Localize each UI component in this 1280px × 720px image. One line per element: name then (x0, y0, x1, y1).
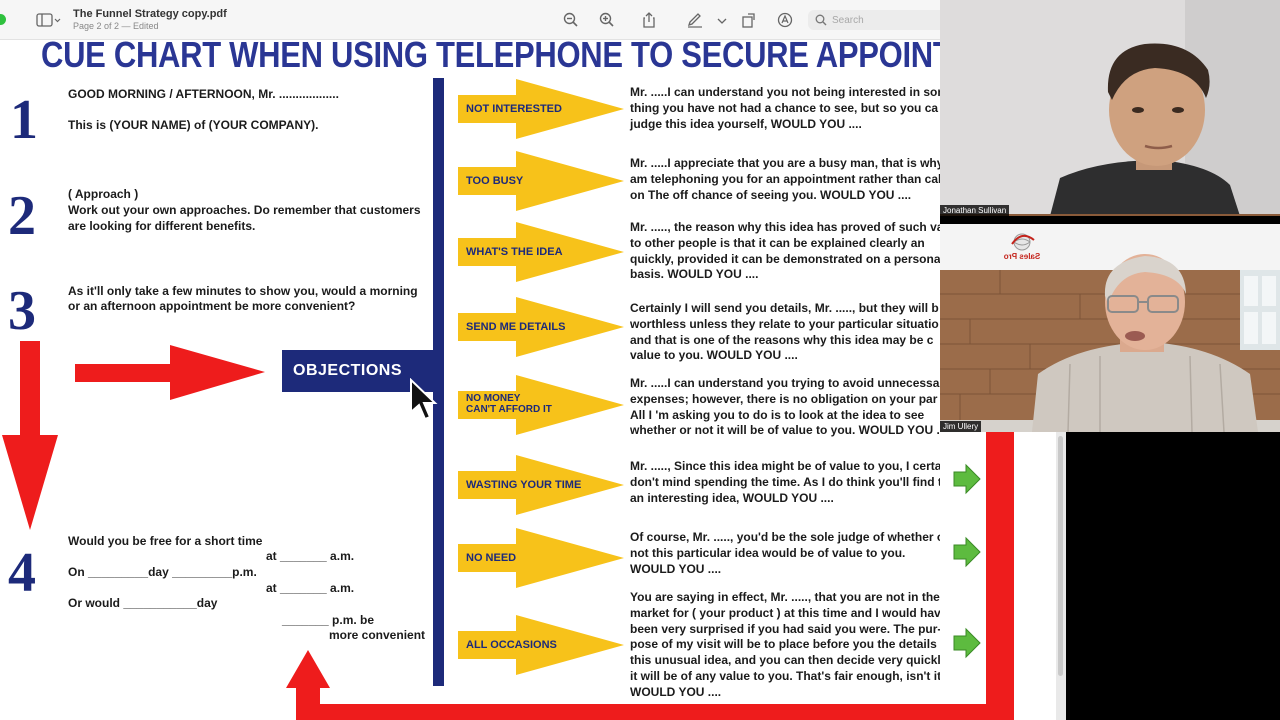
objection-arrow: WHAT'S THE IDEA (456, 220, 626, 284)
objection-arrow: NOT INTERESTED (456, 77, 626, 141)
step-1-text: This is (YOUR NAME) of (YOUR COMPANY). (68, 118, 319, 132)
red-loop-right-edge (940, 432, 1066, 720)
step-number-4: 4 (8, 542, 36, 604)
step-3-text: As it'll only take a few minutes to show… (68, 284, 418, 298)
objection-response: Mr. .....I can understand you trying to … (630, 376, 940, 438)
step-4-text: _______ p.m. be (282, 613, 375, 627)
globe-logo-icon (1011, 233, 1035, 251)
step-number-1: 1 (10, 89, 38, 151)
scrollbar-thumb[interactable] (1058, 436, 1063, 676)
objection-arrow: WASTING YOUR TIME (456, 453, 626, 517)
objection-arrow: TOO BUSY (456, 149, 626, 213)
down-arrow-to-step-4 (2, 341, 58, 530)
objection-arrow: NO NEED (456, 526, 626, 590)
green-arrow-icon (953, 627, 981, 659)
objection-label: ALL OCCASIONS (466, 639, 557, 651)
toolbar: The Funnel Strategy copy.pdf Page 2 of 2… (0, 0, 940, 40)
objection-label: WHAT'S THE IDEA (466, 246, 563, 258)
objection-label: WASTING YOUR TIME (466, 479, 582, 491)
zoom-in-icon (599, 12, 614, 27)
participant-video-feed (940, 224, 1280, 432)
rotate-button[interactable] (740, 11, 758, 29)
zoom-out-button[interactable] (562, 11, 580, 29)
document-page-status: Page 2 of 2 — Edited (73, 21, 159, 31)
annotate-button[interactable] (776, 11, 794, 29)
step-4-text: at _______ a.m. (266, 581, 355, 595)
step-4-text: Would you be free for a short time (68, 534, 263, 548)
objection-response: Mr. .....I appreciate that you are a bus… (630, 156, 940, 202)
participant-video-tile[interactable]: Sales Pro Jim Ullery (940, 224, 1280, 432)
objection-arrow: ALL OCCASIONS (456, 613, 626, 677)
objection-response: You are saying in effect, Mr. ....., tha… (630, 590, 940, 699)
share-button[interactable] (640, 11, 658, 29)
objection-arrow: SEND ME DETAILS (456, 295, 626, 359)
document-title: The Funnel Strategy copy.pdf (73, 8, 227, 20)
right-arrow-to-objections (75, 345, 265, 400)
objection-label: TOO BUSY (466, 175, 524, 187)
markup-pen-icon (687, 13, 702, 28)
search-field[interactable] (808, 10, 940, 30)
objection-response: Mr. ....., Since this idea might be of v… (630, 459, 940, 505)
sidebar-toggle-button[interactable] (36, 12, 62, 28)
search-icon (815, 14, 827, 26)
step-4-text: more convenient (329, 628, 426, 642)
objection-response: Mr. ....., the reason why this idea has … (630, 220, 940, 282)
page-heading: CUE CHART WHEN USING TELEPHONE TO SECURE… (41, 34, 940, 76)
search-input[interactable] (832, 12, 936, 28)
green-arrow-icon (953, 463, 981, 495)
chevron-down-icon (717, 18, 727, 24)
step-number-2: 2 (8, 185, 36, 247)
objection-response: Of course, Mr. ....., you'd be the sole … (630, 530, 940, 576)
step-number-3: 3 (8, 280, 36, 342)
empty-video-tile (1066, 432, 1280, 720)
objection-label: NO NEED (466, 552, 517, 564)
sidebar-icon (36, 13, 61, 27)
participant-name-tag: Jim Ullery (940, 421, 982, 432)
objection-label: SEND ME DETAILS (466, 321, 566, 333)
green-arrow-icon (953, 536, 981, 568)
participant-video-tile[interactable]: Jonathan Sullivan (940, 0, 1280, 216)
annotate-icon (777, 12, 793, 28)
sales-pro-logo: Sales Pro (1000, 232, 1044, 264)
objection-response: Certainly I will send you details, Mr. .… (630, 301, 939, 363)
pdf-viewer-window: The Funnel Strategy copy.pdf Page 2 of 2… (0, 0, 940, 720)
participant-name-tag: Jonathan Sullivan (940, 205, 1010, 216)
step-4-text: at _______ a.m. (266, 549, 355, 563)
step-3-text: or an afternoon appointment be more conv… (68, 299, 356, 313)
zoom-out-icon (563, 12, 578, 27)
step-2-text: ( Approach ) (68, 187, 139, 201)
objection-label: NOT INTERESTED (466, 103, 562, 115)
step-2-text: are looking for different benefits. (68, 219, 256, 233)
rotate-icon (742, 13, 755, 28)
participant-video-feed (940, 0, 1280, 216)
objection-response: Mr. .....I can understand you not being … (630, 85, 940, 131)
pdf-page: CUE CHART WHEN USING TELEPHONE TO SECURE… (0, 34, 940, 720)
window-zoom-button[interactable] (0, 14, 6, 25)
step-4-text: On _________day _________p.m. (68, 565, 257, 579)
zoom-in-button[interactable] (598, 11, 616, 29)
step-2-text: Work out your own approaches. Do remembe… (68, 203, 421, 217)
share-icon (643, 12, 655, 28)
brand-text: Sales Pro (1003, 252, 1041, 261)
markup-menu-button[interactable] (713, 11, 727, 29)
markup-button[interactable] (686, 11, 704, 29)
step-1-text: GOOD MORNING / AFTERNOON, Mr. ..........… (68, 87, 339, 101)
mouse-cursor-icon (410, 378, 438, 421)
step-4-text: Or would ___________day (68, 596, 218, 610)
